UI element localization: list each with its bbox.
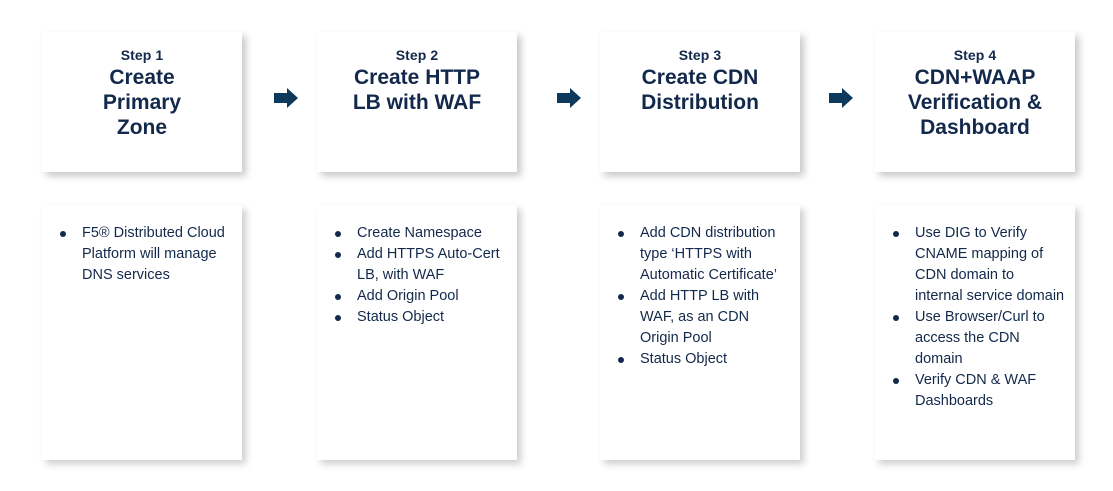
step-header-card-2[interactable]: Step 2 Create HTTP LB with WAF: [317, 32, 517, 172]
step-title-line: LB with WAF: [352, 91, 482, 114]
step-label-2: Step 2: [395, 47, 439, 63]
bullet-dot-icon: [893, 315, 899, 321]
bullet-dot-icon: [618, 294, 624, 300]
list-item: Use Browser/Curl to access the CDN domai…: [889, 307, 1065, 370]
step-label-3: Step 3: [678, 47, 722, 63]
right-arrow-icon: [557, 88, 581, 108]
step-title-line: Create HTTP: [353, 66, 481, 89]
step-header-card-4[interactable]: Step 4 CDN+WAAP Verification & Dashboard: [875, 32, 1075, 172]
step-title-line: Create: [109, 66, 175, 89]
step-bullets-card-1: F5® Distributed Cloud Platform will mana…: [42, 205, 242, 460]
right-arrow-icon: [274, 88, 298, 108]
list-item: Add HTTP LB with WAF, as an CDN Origin P…: [614, 286, 790, 349]
step-bullets-card-2: Create Namespace Add HTTPS Auto-Cert LB,…: [317, 205, 517, 460]
list-item: Add CDN distribution type ‘HTTPS with Au…: [614, 223, 790, 286]
bullet-list-1: F5® Distributed Cloud Platform will mana…: [42, 205, 242, 296]
connector-arrow-3: [828, 86, 854, 110]
step-header-card-1[interactable]: Step 1 Create Primary Zone: [42, 32, 242, 172]
list-item: Use DIG to Verify CNAME mapping of CDN d…: [889, 223, 1065, 307]
bullet-text: Use Browser/Curl to access the CDN domai…: [915, 309, 1045, 367]
step-title-line: Create CDN: [641, 66, 759, 89]
step-label-4: Step 4: [953, 47, 997, 63]
step-title-line: CDN+WAAP: [914, 66, 1036, 89]
list-item: Verify CDN & WAF Dashboards: [889, 370, 1065, 412]
step-title-line: Distribution: [641, 91, 759, 114]
list-item: Status Object: [331, 307, 507, 328]
step-title-line: Dashboard: [920, 116, 1030, 139]
list-item: F5® Distributed Cloud Platform will mana…: [56, 223, 232, 286]
list-item: Status Object: [614, 349, 790, 370]
step-title-4: CDN+WAAP Verification & Dashboard: [902, 65, 1048, 140]
bullet-text: Add HTTP LB with WAF, as an CDN Origin P…: [640, 288, 760, 346]
bullet-dot-icon: [893, 231, 899, 237]
bullet-text: F5® Distributed Cloud Platform will mana…: [82, 225, 225, 283]
bullet-dot-icon: [335, 294, 341, 300]
bullet-list-2: Create Namespace Add HTTPS Auto-Cert LB,…: [317, 205, 517, 338]
bullet-text: Create Namespace: [357, 225, 482, 241]
bullet-text: Add HTTPS Auto-Cert LB, with WAF: [357, 246, 500, 283]
step-title-line: Zone: [116, 116, 168, 139]
bullet-list-3: Add CDN distribution type ‘HTTPS with Au…: [600, 205, 800, 380]
bullet-text: Use DIG to Verify CNAME mapping of CDN d…: [915, 225, 1065, 304]
bullet-dot-icon: [335, 231, 341, 237]
step-header-card-3[interactable]: Step 3 Create CDN Distribution: [600, 32, 800, 172]
bullet-list-4: Use DIG to Verify CNAME mapping of CDN d…: [875, 205, 1075, 422]
bullet-text: Add CDN distribution type ‘HTTPS with Au…: [640, 225, 777, 283]
list-item: Create Namespace: [331, 223, 507, 244]
step-title-3: Create CDN Distribution: [635, 65, 765, 115]
step-bullets-card-4: Use DIG to Verify CNAME mapping of CDN d…: [875, 205, 1075, 460]
connector-arrow-1: [273, 86, 299, 110]
bullet-text: Status Object: [357, 309, 445, 325]
list-item: Add Origin Pool: [331, 286, 507, 307]
bullet-text: Add Origin Pool: [357, 288, 459, 304]
bullet-dot-icon: [618, 357, 624, 363]
bullet-dot-icon: [618, 231, 624, 237]
bullet-dot-icon: [335, 252, 341, 258]
bullet-dot-icon: [893, 378, 899, 384]
step-bullets-card-3: Add CDN distribution type ‘HTTPS with Au…: [600, 205, 800, 460]
step-title-2: Create HTTP LB with WAF: [347, 65, 487, 115]
step-title-line: Primary: [102, 91, 182, 114]
step-title-1: Create Primary Zone: [97, 65, 187, 140]
bullet-text: Verify CDN & WAF Dashboards: [915, 372, 1037, 409]
bullet-text: Status Object: [640, 351, 728, 367]
right-arrow-icon: [829, 88, 853, 108]
step-title-line: Verification &: [907, 91, 1043, 114]
bullet-dot-icon: [335, 315, 341, 321]
connector-arrow-2: [556, 86, 582, 110]
bullet-dot-icon: [60, 231, 66, 237]
step-label-1: Step 1: [120, 47, 164, 63]
list-item: Add HTTPS Auto-Cert LB, with WAF: [331, 244, 507, 286]
